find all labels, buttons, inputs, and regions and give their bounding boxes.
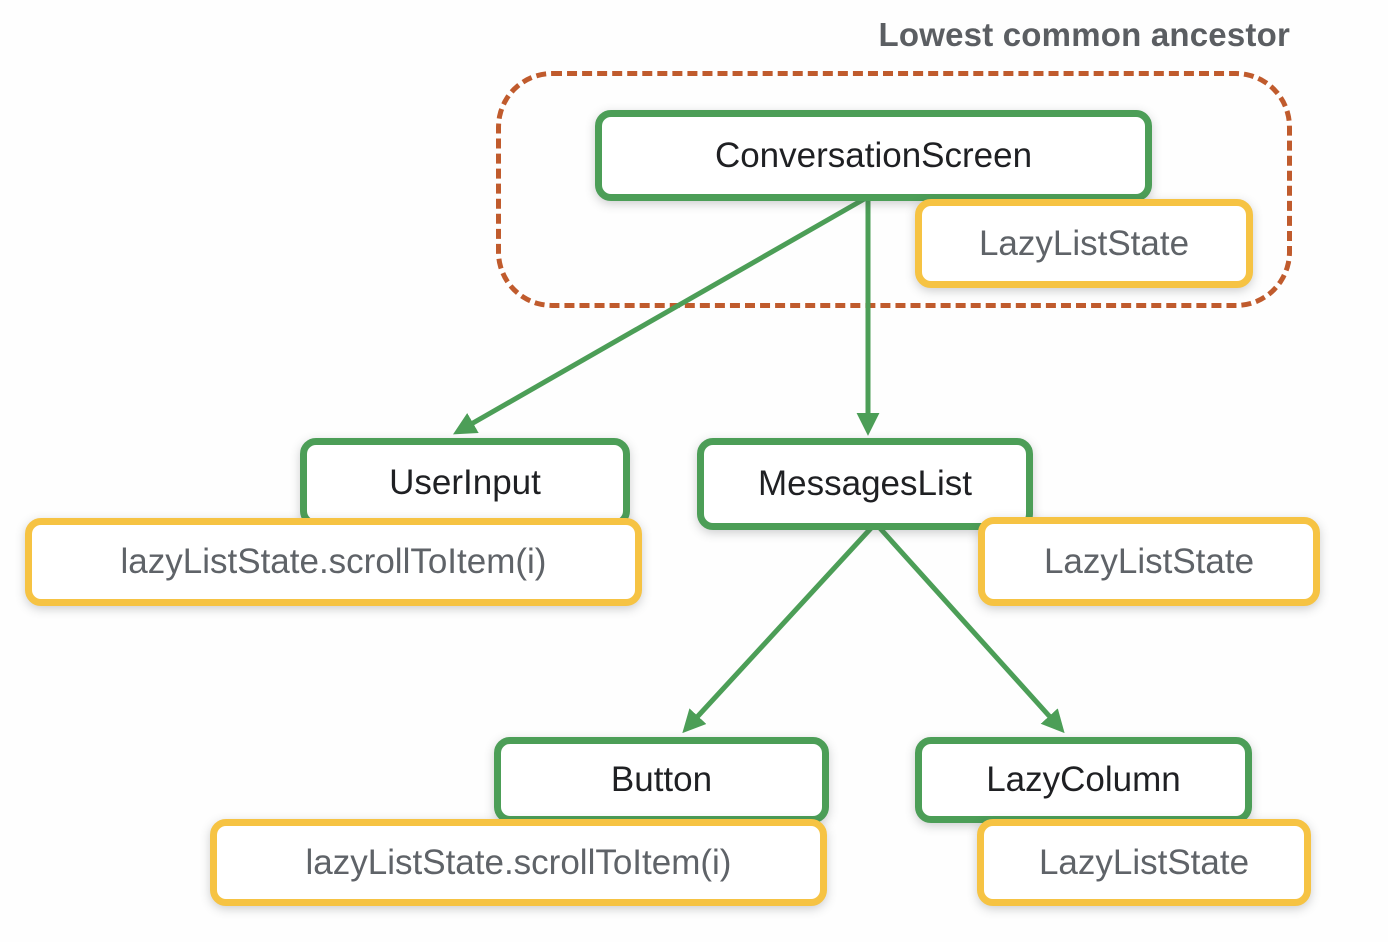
- edge-messageslist-button: [682, 524, 875, 734]
- state-badge-conversation-screen: LazyListState: [915, 199, 1253, 288]
- node-messages-list: MessagesList: [697, 438, 1033, 530]
- state-badge-user-input: lazyListState.scrollToItem(i): [25, 518, 642, 606]
- state-badge-messages-list: LazyListState: [978, 517, 1320, 606]
- state-badge-button: lazyListState.scrollToItem(i): [210, 819, 827, 906]
- node-conversation-screen: ConversationScreen: [595, 110, 1152, 201]
- lowest-common-ancestor-label: Lowest common ancestor: [878, 16, 1290, 53]
- node-button: Button: [494, 737, 829, 823]
- state-badge-lazy-column: LazyListState: [977, 819, 1311, 906]
- lowest-common-ancestor-region: [496, 71, 1292, 308]
- edge-messageslist-lazycolumn: [876, 524, 1065, 734]
- node-lazy-column: LazyColumn: [915, 737, 1252, 823]
- node-user-input: UserInput: [300, 438, 630, 527]
- edge-conversationscreen-userinput: [453, 195, 868, 435]
